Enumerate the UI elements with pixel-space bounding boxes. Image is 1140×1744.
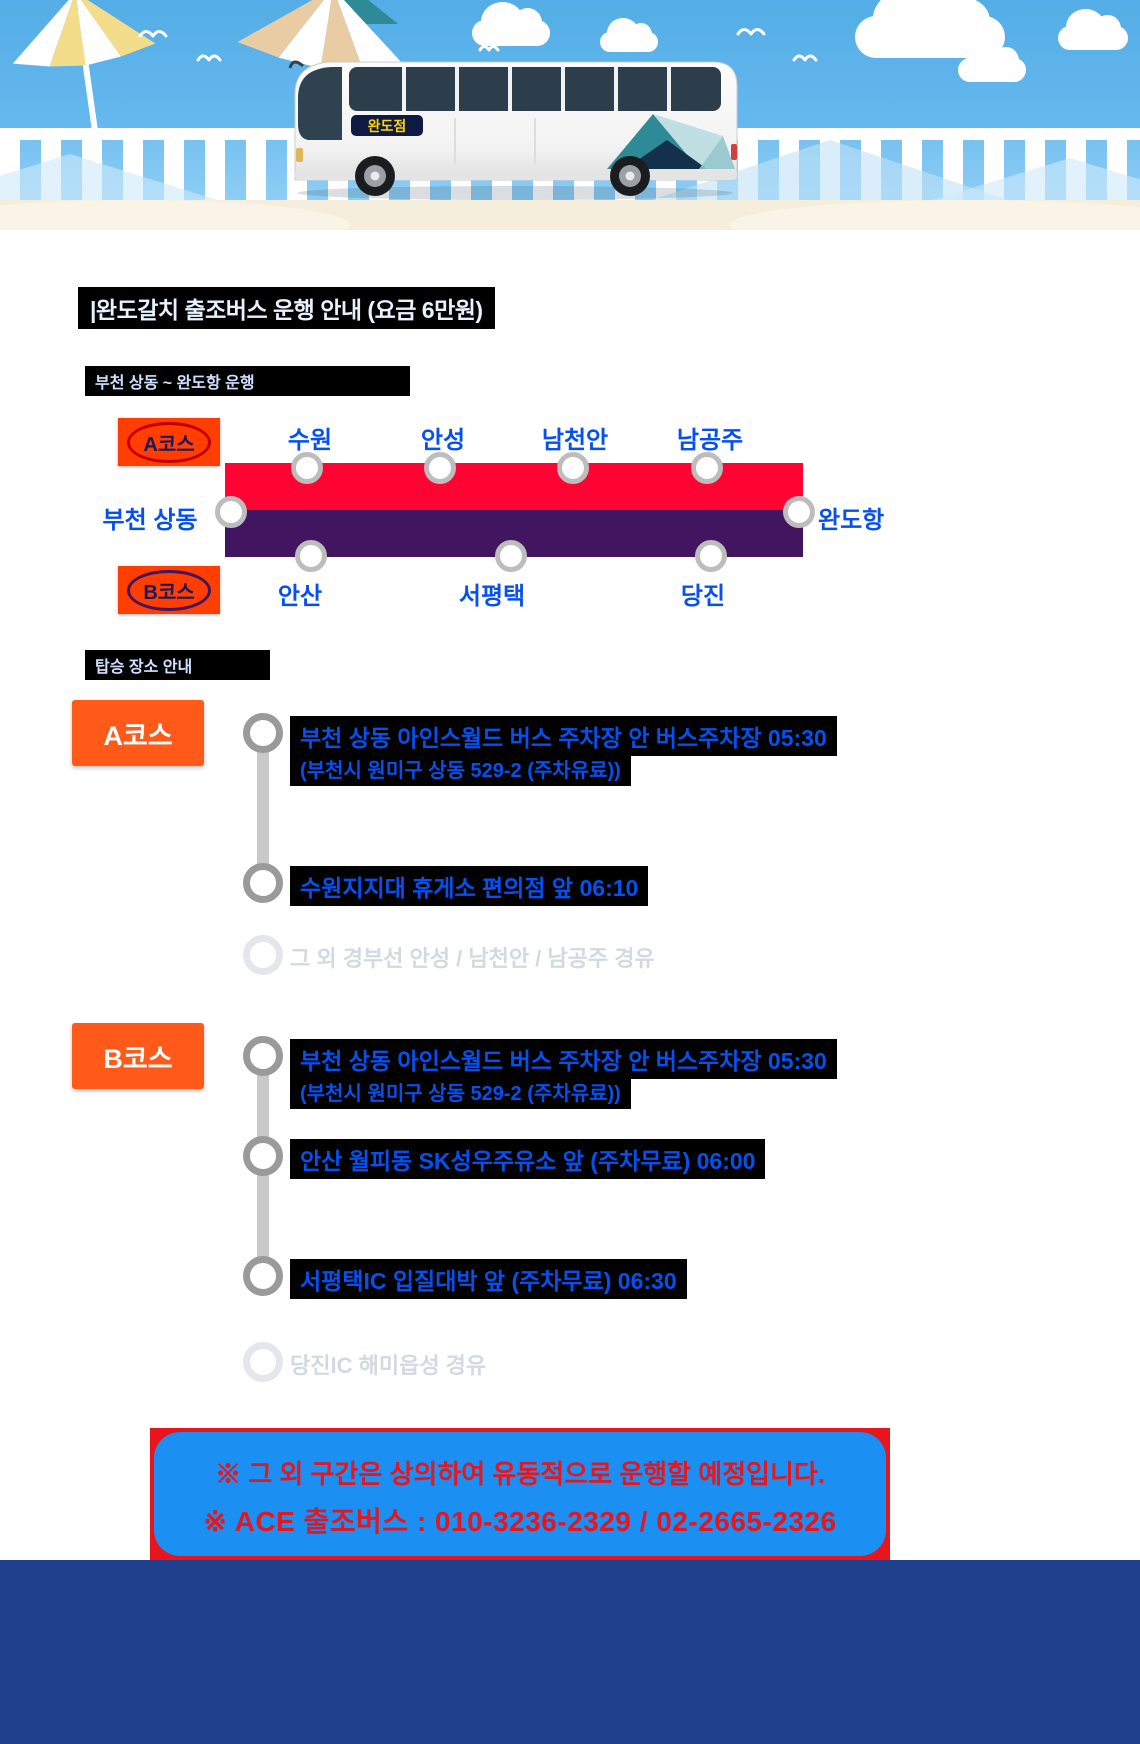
course-b-stop-4: 당진IC 해미읍성 경유	[290, 1348, 486, 1380]
course-b-stop-node	[243, 1136, 283, 1176]
route-b-stop-label: 안산	[277, 583, 323, 610]
route-map-header: 부천 상동 ~ 완도항 운행	[85, 366, 410, 396]
course-a-stop-1-address-text: (부천시 원미구 상동 529-2 (주차유료))	[290, 751, 631, 786]
course-b-stop-node-muted	[243, 1342, 283, 1382]
umbrella-teal-icon	[318, 0, 398, 24]
cloud-icon	[600, 18, 658, 52]
cloud-icon	[958, 41, 1026, 82]
course-a-stop-node	[243, 713, 283, 753]
notice-box-inner: ※ 그 외 구간은 상의하여 유동적으로 운행할 예정입니다. ※ ACE 출조…	[154, 1432, 886, 1556]
route-b-stop-label: 서평택	[458, 583, 526, 610]
route-a-stop-node	[557, 452, 589, 484]
cloud-icon	[1058, 9, 1128, 50]
boarding-header: 탑승 장소 안내	[85, 650, 270, 680]
course-a-button[interactable]: A코스	[72, 700, 204, 766]
bus-windows	[298, 67, 721, 140]
bus-store-label-plate: 완도점	[351, 115, 423, 136]
hill-shape	[920, 158, 1140, 204]
course-a-stop-3-text: 그 외 경부선 안성 / 남천안 / 남공주 경유	[290, 946, 655, 971]
page-title: |완도갈치 출조버스 운행 안내 (요금 6만원)	[78, 287, 495, 329]
course-a-map-badge-label: A코스	[127, 421, 211, 463]
notice-line-2: ※ ACE 출조버스 : 010-3236-2329 / 02-2665-232…	[203, 1506, 837, 1537]
route-a-stop-node	[424, 452, 456, 484]
course-b-stop-node	[243, 1036, 283, 1076]
beach-banner: 완도점	[0, 0, 1140, 230]
bus-store-label: 완도점	[368, 118, 407, 134]
course-b-stop-2-text: 안산 월피동 SK성우주유소 앞 (주차무료) 06:00	[290, 1139, 766, 1179]
course-a-stop-node	[243, 863, 283, 903]
course-a-stop-2-text: 수원지지대 휴게소 편의점 앞 06:10	[290, 866, 649, 906]
course-b-stop-2: 안산 월피동 SK성우주유소 앞 (주차무료) 06:00	[290, 1139, 766, 1179]
course-b-stop-node	[243, 1256, 283, 1296]
route-a-stop-label: 남천안	[541, 427, 609, 454]
route-start-node	[215, 496, 247, 528]
bus-illustration: 완도점	[288, 60, 738, 200]
route-start-label: 부천 상동	[102, 507, 198, 534]
course-b-stop-1: 부천 상동 아인스월드 버스 주차장 안 버스주차장 05:30	[290, 1039, 837, 1079]
bus-rear-art	[607, 114, 735, 169]
route-b-stop-node	[495, 540, 527, 572]
route-end-label: 완도항	[818, 507, 885, 534]
route-a-stop-node	[291, 452, 323, 484]
course-a-stop-1-text: 부천 상동 아인스월드 버스 주차장 안 버스주차장 05:30	[290, 716, 837, 756]
route-a-stop-label: 남공주	[676, 427, 744, 454]
hill-shape	[0, 154, 230, 204]
course-a-stop-1-address: (부천시 원미구 상동 529-2 (주차유료))	[290, 751, 631, 786]
cloud-icon	[855, 0, 1005, 58]
notice-line-1: ※ 그 외 구간은 상의하여 유동적으로 운행할 예정입니다.	[214, 1459, 826, 1489]
course-a-map-badge: A코스	[118, 418, 220, 466]
course-b-map-badge-label: B코스	[127, 569, 211, 611]
course-b-stop-3: 서평택IC 입질대박 앞 (주차무료) 06:30	[290, 1259, 687, 1299]
route-a-stop-label: 수원	[287, 427, 333, 454]
route-a-stop-node	[691, 452, 723, 484]
route-b-stop-node	[695, 540, 727, 572]
course-b-stop-1-text: 부천 상동 아인스월드 버스 주차장 안 버스주차장 05:30	[290, 1039, 837, 1079]
route-a-stop-label: 안성	[420, 427, 466, 454]
course-b-map-badge: B코스	[118, 566, 220, 614]
course-b-stop-3-text: 서평택IC 입질대박 앞 (주차무료) 06:30	[290, 1259, 687, 1299]
footer-band	[0, 1560, 1140, 1744]
bus-rear-wheel	[610, 156, 650, 196]
course-b-stop-1-address: (부천시 원미구 상동 529-2 (주차유료))	[290, 1074, 631, 1109]
course-a-timeline	[257, 733, 269, 883]
course-b-button[interactable]: B코스	[72, 1023, 204, 1089]
course-b-stop-1-address-text: (부천시 원미구 상동 529-2 (주차유료))	[290, 1074, 631, 1109]
course-b-stop-4-text: 당진IC 해미읍성 경유	[290, 1353, 487, 1378]
cloud-icon	[472, 1, 550, 46]
course-a-stop-2: 수원지지대 휴게소 편의점 앞 06:10	[290, 866, 649, 906]
route-b-stop-node	[295, 540, 327, 572]
course-a-stop-node-muted	[243, 935, 283, 975]
notice-box: ※ 그 외 구간은 상의하여 유동적으로 운행할 예정입니다. ※ ACE 출조…	[150, 1428, 890, 1560]
course-a-stop-3: 그 외 경부선 안성 / 남천안 / 남공주 경유	[290, 941, 655, 973]
bus-front-wheel	[355, 156, 395, 196]
route-end-node	[783, 496, 815, 528]
course-a-stop-1: 부천 상동 아인스월드 버스 주차장 안 버스주차장 05:30	[290, 716, 837, 756]
route-b-stop-label: 당진	[680, 583, 726, 610]
